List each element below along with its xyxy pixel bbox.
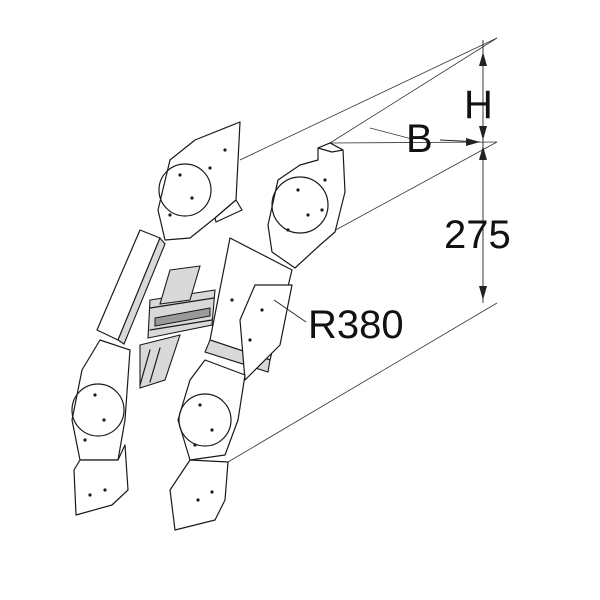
cross-member	[139, 265, 216, 389]
dimension-275	[479, 142, 487, 303]
left-side-plate	[71, 121, 243, 516]
label-h: H	[464, 83, 493, 127]
radius-leader	[273, 299, 307, 323]
right-side-plate	[169, 142, 346, 531]
label-275: 275	[444, 213, 511, 257]
label-b: B	[406, 117, 433, 161]
dimension-h	[479, 40, 487, 142]
dimension-b	[439, 138, 481, 146]
extension-lines	[227, 37, 498, 463]
bolt-holes	[83, 148, 327, 502]
label-r380: R380	[308, 303, 404, 347]
